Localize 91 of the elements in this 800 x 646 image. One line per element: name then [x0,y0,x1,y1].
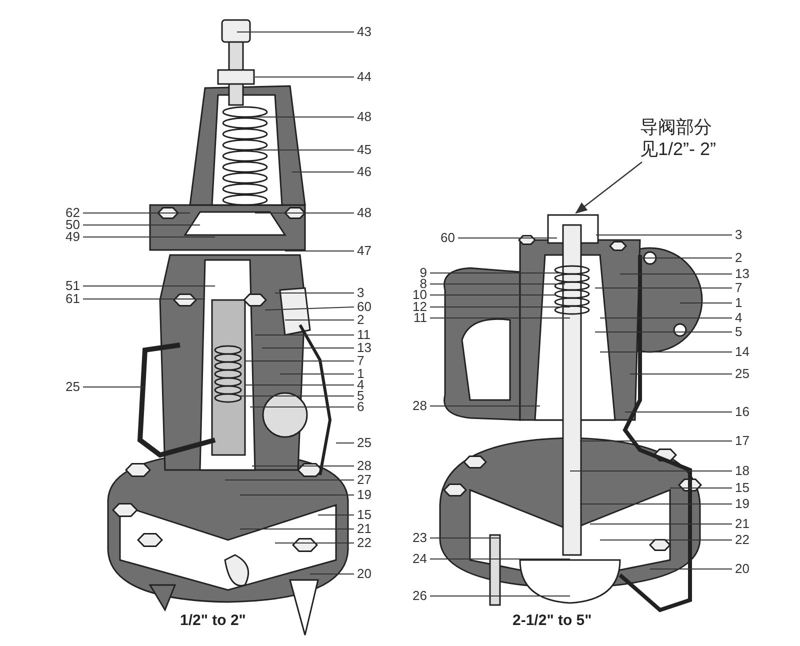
callout-number: 62 [66,206,80,220]
callout-number: 4 [357,378,364,392]
callout-number: 51 [66,279,80,293]
callout-number: 21 [357,522,372,536]
callout-number: 25 [357,436,372,450]
callout-number: 16 [735,405,750,419]
callout-number: 49 [66,230,80,244]
callout-number: 10 [412,288,427,302]
callout-number: 25 [735,367,750,381]
leader-line [430,306,570,308]
leader-line [254,76,354,78]
callout-number: 11 [414,311,427,325]
size-caption: 1/2" to 2" [180,612,246,629]
leader-line [570,470,732,472]
callout-number: 1 [357,367,364,381]
leader-line [284,250,354,252]
leader-line [336,442,354,444]
callout-number: 13 [735,267,750,281]
callout-number: 26 [412,589,427,603]
callout-number: 3 [357,286,364,300]
leader-line [250,406,354,408]
leader-line [254,212,354,214]
callout-number: 27 [357,473,372,487]
callout-number: 19 [357,488,372,502]
callout-number: 2 [357,313,364,327]
leader-line [250,116,354,118]
callout-number: 7 [357,354,364,368]
leader-line [274,292,354,294]
callout-number: 21 [735,517,750,531]
callout-number: 24 [412,552,427,566]
callout-number: 22 [735,533,750,547]
callout-number: 50 [66,218,80,232]
leader-line [264,306,354,310]
callout-number: 14 [735,345,750,359]
callout-number: 25 [66,380,80,394]
leader-line [430,272,560,274]
callout-number: 60 [357,300,372,314]
callout-number: 12 [412,300,427,314]
leader-line [318,514,354,516]
callout-number: 6 [357,400,364,414]
leader-line [82,386,146,388]
callout-number: 7 [735,281,742,295]
arrow [575,161,642,214]
callout-number: 61 [66,292,80,306]
note-text: 导阀部分见1/2”- 2” [640,116,718,160]
leader-line [596,234,732,236]
leader-line [430,558,570,560]
callout-number: 22 [357,536,372,550]
leader-line [82,212,190,214]
callout-number: 18 [735,464,750,478]
callout-number: 4 [735,311,742,325]
leader-line [82,236,216,238]
size-caption: 2-1/2" to 5" [512,612,592,629]
callout-number: 47 [357,244,372,258]
leader-line [650,568,732,570]
leader-line [244,384,354,386]
leader-line [240,494,354,496]
callout-number: 8 [420,277,427,291]
callout-number: 1 [735,296,742,310]
leader-line [240,528,354,530]
callout-number: 5 [357,389,364,403]
callout-number: 45 [357,143,372,157]
callout-number: 15 [735,481,750,495]
leader-line [254,334,354,336]
callout-number: 17 [735,434,750,448]
leader-line [580,440,732,442]
callout-number: 20 [357,567,372,581]
callout-number: 20 [735,562,750,576]
callout-number: 23 [412,531,427,545]
callout-number: 2 [735,251,742,265]
callout-number: 3 [735,228,742,242]
leader-line [430,294,556,296]
leader-line [82,224,200,226]
callout-number: 48 [357,206,372,220]
callout-number: 44 [357,70,372,84]
callout-number: 46 [357,165,372,179]
leader-line [244,360,354,362]
callout-number: 28 [357,459,372,473]
callout-number: 9 [420,266,427,280]
leader-line [82,298,206,300]
leader-line [274,542,354,544]
callout-number: 11 [357,328,370,342]
callout-number: 28 [412,399,427,413]
callout-number: 43 [357,25,372,39]
callout-number: 48 [357,110,372,124]
callout-number: 19 [735,497,750,511]
callout-number: 60 [440,231,455,245]
callout-number: 15 [357,508,372,522]
callout-number: 13 [357,341,372,355]
leader-line [680,302,732,304]
callout-number: 5 [735,325,742,339]
